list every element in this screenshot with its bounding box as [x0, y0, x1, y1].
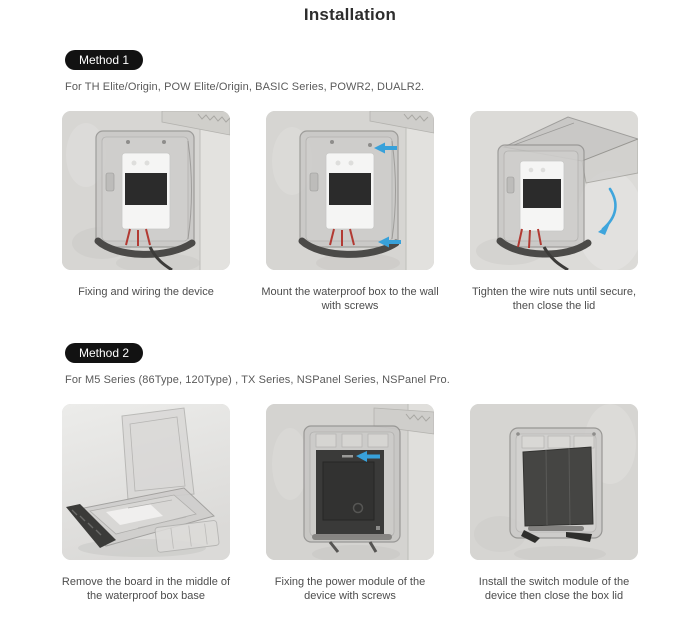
- step-caption: Tighten the wire nuts until secure, then…: [471, 286, 637, 312]
- method-1-badge: Method 1: [65, 50, 144, 70]
- blue-arrow-left-icon: [378, 236, 401, 248]
- switch-module: [522, 446, 594, 527]
- box-base-open-scene: [62, 404, 230, 560]
- step-caption: Fixing the power module of the device wi…: [274, 576, 426, 602]
- step-card: Mount the waterproof box to the wall wit…: [261, 111, 439, 313]
- method-2-badge: Method 2: [65, 343, 144, 363]
- step-card: Fixing and wiring the device: [62, 111, 230, 313]
- base-cutout: [106, 504, 163, 525]
- smart-switch-device: [325, 152, 375, 230]
- method-2-steps: Remove the board in the middle of the wa…: [62, 404, 638, 603]
- wires: [298, 228, 400, 258]
- page-title: Installation: [303, 5, 397, 24]
- step-caption: Install the switch module of the device …: [478, 576, 630, 602]
- step-card: Install the switch module of the device …: [470, 404, 638, 603]
- wall-box-lid-open-scene: [470, 111, 638, 270]
- blue-arrow-left-icon: [374, 142, 397, 154]
- blue-arrow-left-icon: [356, 451, 380, 462]
- blue-curve-arrow-icon: [598, 187, 617, 235]
- method2-step1-photo: [62, 404, 230, 560]
- smart-switch-device: [519, 160, 565, 232]
- step-card: Fixing the power module of the device wi…: [266, 404, 434, 603]
- removed-board: [154, 520, 220, 553]
- power-module: [316, 450, 384, 534]
- method-2-description: For M5 Series (86Type, 120Type) , TX Ser…: [65, 374, 450, 386]
- step-caption: Fixing and wiring the device: [78, 286, 214, 298]
- wires: [94, 228, 196, 270]
- box-base: [73, 487, 215, 547]
- method-1-steps: Fixing and wiring the device: [62, 111, 638, 313]
- method1-step1-photo: [62, 111, 230, 270]
- standing-lid: [121, 407, 195, 501]
- method2-step2-photo: [266, 404, 434, 560]
- method-2-section: Method 2 For M5 Series (86Type, 120Type)…: [0, 343, 700, 603]
- wall-box-power-module-scene: [266, 404, 434, 560]
- bottom-clips: [521, 526, 592, 543]
- method1-step3-photo: [470, 111, 638, 270]
- smart-switch-device: [121, 152, 171, 230]
- method1-step2-photo: [266, 111, 434, 270]
- rubber-gasket: [66, 504, 116, 548]
- wires: [496, 228, 592, 270]
- step-caption: Mount the waterproof box to the wall wit…: [261, 286, 439, 312]
- wall-box-scene: [62, 111, 230, 270]
- step-card: Tighten the wire nuts until secure, then…: [470, 111, 638, 313]
- method-1-description: For TH Elite/Origin, POW Elite/Origin, B…: [65, 81, 425, 93]
- step-card: Remove the board in the middle of the wa…: [62, 404, 230, 603]
- wall-box-scene: [266, 111, 434, 270]
- method-1-section: Method 1 For TH Elite/Origin, POW Elite/…: [0, 50, 700, 313]
- wall-box-switch-module-scene: [470, 404, 638, 560]
- method2-step3-photo: [470, 404, 638, 560]
- wall-bracket: [369, 111, 434, 134]
- step-caption: Remove the board in the middle of the wa…: [61, 576, 231, 602]
